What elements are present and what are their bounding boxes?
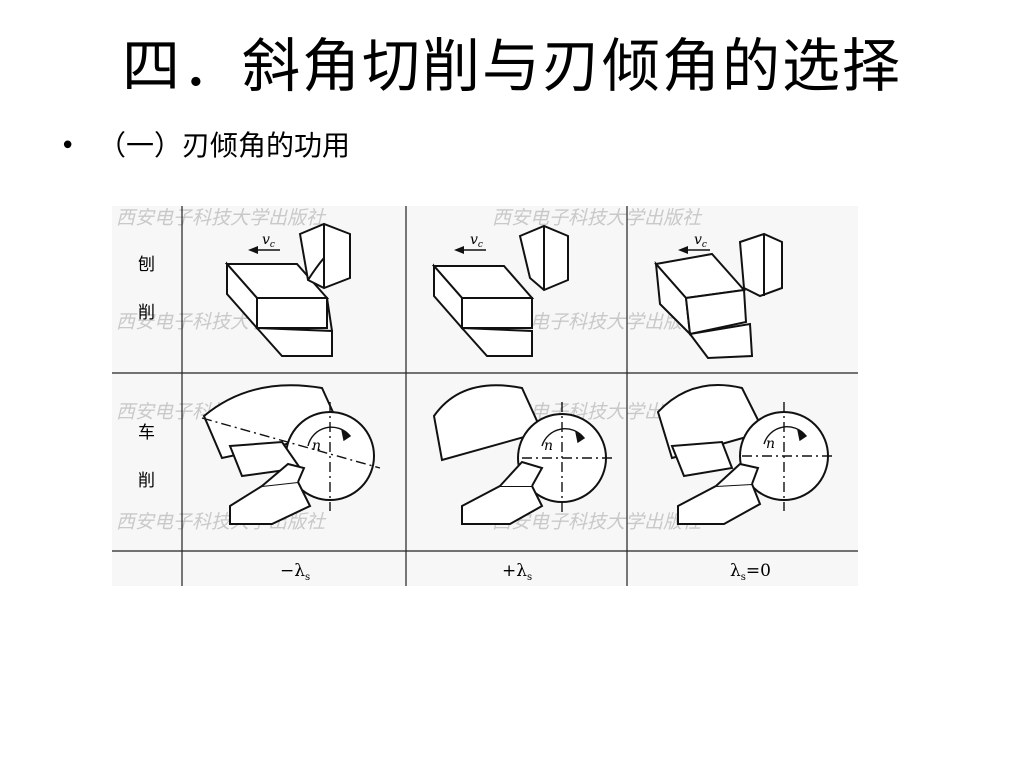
planing-diagram-zero: [654, 232, 783, 360]
watermark: 西安电子科技大学出版社 西安电子科技大学出版社 西安电子科技大学出版社 西安电子…: [116, 207, 703, 533]
planing-diagram-negative: [224, 222, 351, 357]
row-label-turning-bottom: 削: [138, 471, 155, 491]
figure-grid: [112, 206, 858, 586]
col-label-positive: +λs: [502, 561, 532, 583]
velocity-arrow-1: vc: [248, 232, 280, 254]
bullet-dot: •: [60, 131, 76, 161]
bullet-text: （一）刃倾角的功用: [98, 129, 351, 162]
planing-diagram-positive: [431, 224, 569, 357]
col-label-zero: λs=0: [730, 561, 771, 583]
turning-diagram-negative: [202, 384, 375, 525]
watermark-text: 西安电子科技大学出版社: [492, 207, 703, 229]
bullet-item: • （一）刃倾角的功用: [60, 128, 350, 164]
turning-axes-2: [522, 402, 612, 514]
rotation-label: n: [544, 438, 553, 454]
turning-diagram-positive: [432, 384, 607, 525]
watermark-text: 西安电子科技大学出版社: [492, 311, 703, 333]
watermark-text: 西安电子科技大学出版社: [116, 207, 327, 229]
slide-title: 四．斜角切削与刃倾角的选择: [121, 32, 902, 100]
inclination-angle-figure: 西安电子科技大学出版社 西安电子科技大学出版社 西安电子科技大学出版社 西安电子…: [112, 206, 858, 586]
watermark-text: 西安电子科技大学出版社: [492, 511, 703, 533]
velocity-label: vc: [262, 232, 275, 250]
turning-diagram-zero: [656, 384, 829, 525]
turning-axes-1: [201, 402, 381, 511]
row-label-planing-top: 刨: [138, 255, 155, 275]
watermark-text: 西安电子科技大学出版社: [116, 511, 327, 533]
row-label-planing-bottom: 削: [138, 303, 155, 323]
rotation-label: n: [766, 436, 775, 452]
velocity-arrow-3: vc: [678, 232, 710, 254]
velocity-label: vc: [694, 232, 707, 250]
turning-axes-3: [742, 402, 832, 511]
velocity-label: vc: [470, 232, 483, 250]
row-label-turning-top: 车: [138, 423, 155, 443]
velocity-arrow-2: vc: [454, 232, 486, 254]
rotation-label: n: [312, 438, 321, 454]
col-label-negative: −λs: [280, 561, 310, 583]
